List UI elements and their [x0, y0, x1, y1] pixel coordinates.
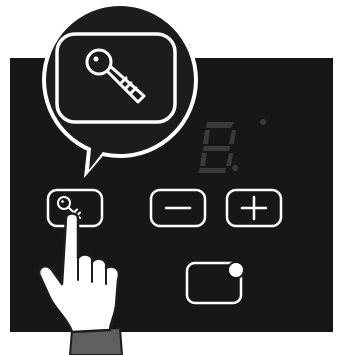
power-toggle-icon	[227, 261, 245, 279]
seven-segment-display	[196, 118, 276, 173]
digit-segments	[198, 119, 266, 173]
segment-b	[229, 130, 236, 144]
key-callout-bubble	[40, 0, 200, 180]
segment-c	[226, 153, 233, 166]
segment-f	[203, 130, 210, 144]
plus-button[interactable]	[225, 188, 283, 228]
decimal-point	[232, 165, 238, 171]
plus-icon	[242, 197, 266, 219]
segment-d	[198, 168, 226, 173]
segment-e	[200, 153, 207, 166]
minus-button[interactable]	[149, 188, 207, 228]
power-button[interactable]	[185, 259, 247, 305]
segment-a	[206, 122, 234, 128]
pointing-hand-icon	[30, 210, 140, 355]
segment-g	[203, 146, 230, 151]
indicator-dot	[260, 119, 266, 125]
